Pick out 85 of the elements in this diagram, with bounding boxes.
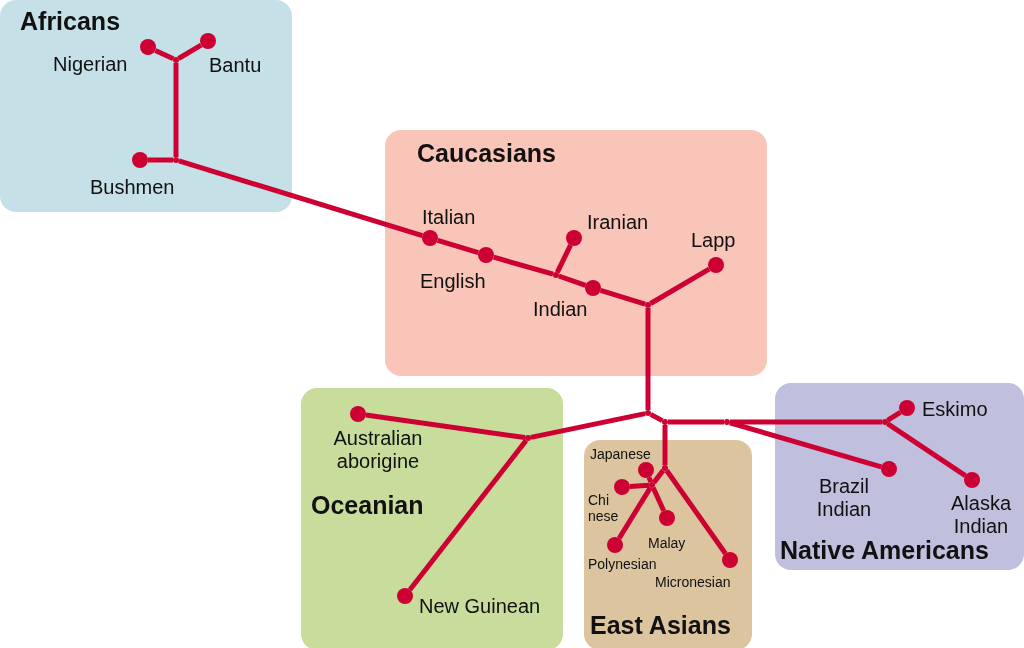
tree-branch xyxy=(557,273,587,288)
tree-branch xyxy=(530,411,646,440)
tree-branch xyxy=(730,419,882,425)
tree-branch xyxy=(651,468,666,485)
leaf-dot xyxy=(881,461,897,477)
population-label: Malay xyxy=(648,535,686,552)
population-label: Nigerian xyxy=(53,53,128,76)
population-label: Polynesian xyxy=(588,556,657,573)
leaf-dot xyxy=(397,588,413,604)
branch-junction xyxy=(662,419,668,425)
group-panel xyxy=(0,0,292,212)
leaf-dot xyxy=(722,552,738,568)
tree-branch xyxy=(178,158,424,239)
group-panel xyxy=(775,383,1024,570)
tree-branch xyxy=(407,438,529,592)
tree-branch xyxy=(555,244,573,274)
tree-branch xyxy=(365,412,526,441)
tree-branch xyxy=(154,48,175,61)
leaf-dot xyxy=(350,406,366,422)
population-label: Iranian xyxy=(587,211,649,234)
leaf-dot xyxy=(899,400,915,416)
leaf-dot xyxy=(964,472,980,488)
group-heading: Native Americans xyxy=(780,537,989,565)
tree-branch xyxy=(649,412,664,423)
leaf-dot xyxy=(200,33,216,49)
population-label: Japanese xyxy=(590,446,651,463)
tree-branch xyxy=(662,425,668,465)
population-label: Lapp xyxy=(691,229,736,252)
branch-junction xyxy=(645,302,651,308)
branch-junction xyxy=(724,419,730,425)
leaf-dot xyxy=(607,537,623,553)
tree-branch xyxy=(645,308,651,410)
tree-branch xyxy=(599,288,646,307)
tree-branch xyxy=(493,254,554,277)
branch-junction xyxy=(662,465,668,471)
tree-branch xyxy=(664,469,728,555)
leaf-dot xyxy=(132,152,148,168)
tree-branch xyxy=(649,266,711,306)
leaf-dot xyxy=(638,462,654,478)
branch-junction xyxy=(553,272,559,278)
population-label: Bantu xyxy=(209,54,262,77)
tree-branch xyxy=(886,410,902,423)
leaf-dot xyxy=(566,230,582,246)
tree-branch xyxy=(436,237,480,256)
group-heading: East Asians xyxy=(590,612,731,640)
tree-branch xyxy=(646,476,654,484)
group-heading: Caucasians xyxy=(417,140,556,168)
tree-branch xyxy=(148,157,173,163)
population-label: Micronesian xyxy=(655,574,731,591)
population-label: Alaska Indian xyxy=(950,492,1012,538)
population-label: New Guinean xyxy=(419,595,541,618)
population-label: Indian xyxy=(533,298,588,321)
group-panel xyxy=(584,440,752,648)
population-label: Brazil Indian xyxy=(815,475,873,521)
branch-junction xyxy=(525,435,531,441)
group-panel xyxy=(301,388,563,648)
tree-branch xyxy=(173,63,179,157)
leaf-dot xyxy=(140,39,156,55)
population-label: Australian aborigine xyxy=(332,427,424,473)
branch-junction xyxy=(173,157,179,163)
population-label: Chi nese xyxy=(588,492,618,525)
leaf-dot xyxy=(422,230,438,246)
population-label: Bushmen xyxy=(90,176,175,199)
leaf-dot xyxy=(614,479,630,495)
branch-junction xyxy=(645,410,651,416)
tree-branch xyxy=(177,42,203,61)
leaf-dot xyxy=(659,510,675,526)
tree-branch xyxy=(729,420,882,470)
tree-branch xyxy=(886,421,967,478)
branch-junction xyxy=(882,419,888,425)
tree-branch xyxy=(668,419,724,425)
leaf-dot xyxy=(585,280,601,296)
population-label: English xyxy=(420,270,486,293)
tree-branch xyxy=(617,486,653,540)
branch-junction xyxy=(173,57,179,63)
group-panel xyxy=(385,130,767,376)
branch-junction xyxy=(649,482,655,488)
tree-branch xyxy=(650,486,666,512)
group-heading: Africans xyxy=(20,8,121,36)
group-heading: Oceanian xyxy=(311,492,424,520)
leaf-dot xyxy=(478,247,494,263)
tree-branch xyxy=(629,482,650,489)
population-label: Eskimo xyxy=(922,398,988,421)
population-label: Italian xyxy=(422,206,476,229)
leaf-dot xyxy=(708,257,724,273)
